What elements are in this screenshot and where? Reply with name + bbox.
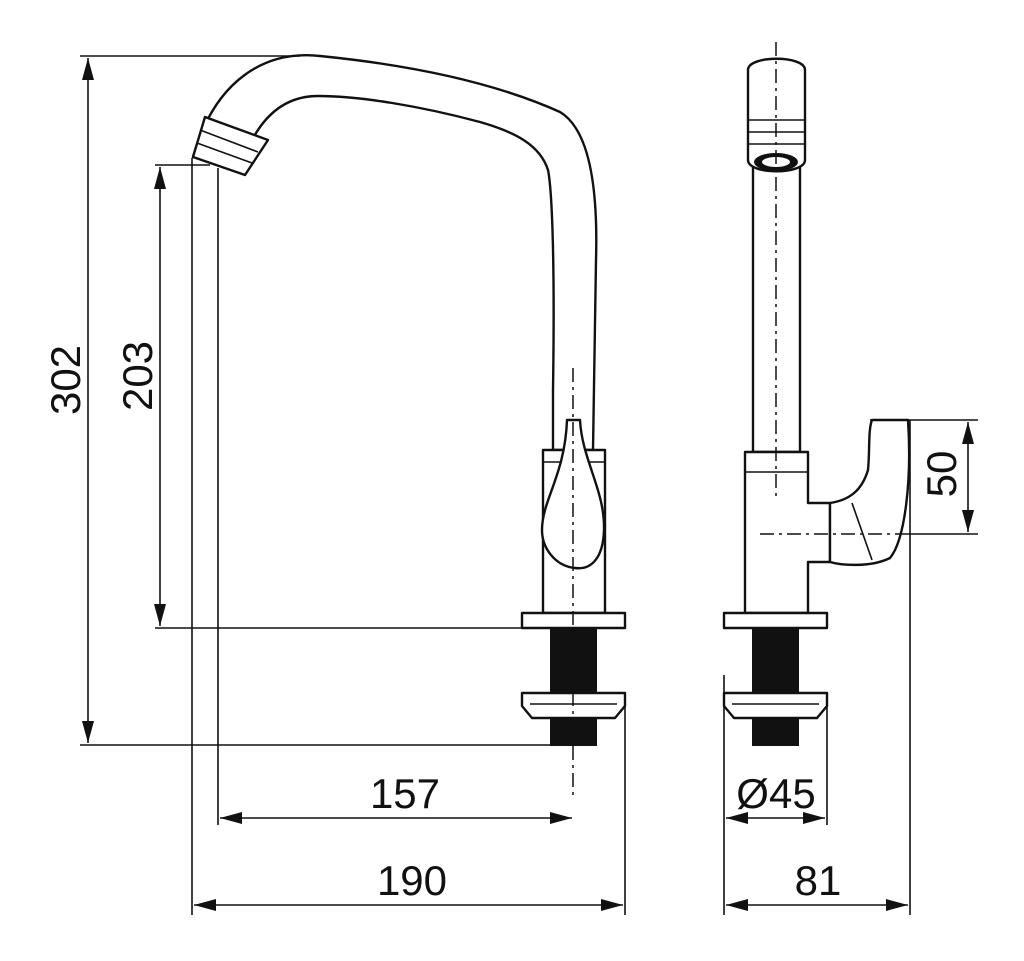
dim-50-arrow-top	[962, 422, 974, 444]
label-190: 190	[377, 857, 447, 904]
side-body	[743, 450, 832, 615]
label-302: 302	[42, 345, 89, 415]
side-threaded-shank	[752, 628, 799, 746]
dim-203-arrow-bottom	[154, 604, 166, 626]
dim-157-arrow-right	[550, 812, 572, 824]
dim-302-arrow-bottom	[82, 721, 94, 743]
dim-81-arrow-left	[726, 899, 748, 911]
label-157: 157	[370, 770, 440, 817]
front-view	[191, 54, 627, 800]
side-handle	[828, 418, 911, 567]
aerator-ring-1	[199, 129, 259, 153]
side-fixing-nut	[722, 691, 829, 720]
aerator-ring-2	[196, 142, 253, 164]
dim-190-arrow-left	[194, 899, 216, 911]
side-view	[722, 42, 911, 746]
side-handle-edge	[851, 502, 873, 561]
dimension-labels: 302 203 157 190 Ø45 81 50	[42, 341, 965, 904]
side-base-flange	[722, 611, 829, 630]
dim-45-arrow-right	[803, 812, 825, 824]
dimension-lines	[80, 55, 978, 915]
dim-302-arrow-top	[82, 58, 94, 80]
spout-body	[191, 54, 598, 452]
label-50: 50	[918, 451, 965, 498]
label-diameter-45: Ø45	[736, 770, 815, 817]
dim-190-arrow-right	[601, 899, 623, 911]
lever-handle	[540, 418, 606, 570]
label-81: 81	[795, 857, 842, 904]
dim-81-arrow-right	[886, 899, 908, 911]
dim-203-arrow-top	[154, 167, 166, 189]
label-203: 203	[114, 341, 161, 411]
dim-45-arrow-left	[726, 812, 748, 824]
dim-50-arrow-bottom	[962, 510, 974, 532]
dim-157-arrow-left	[220, 812, 242, 824]
